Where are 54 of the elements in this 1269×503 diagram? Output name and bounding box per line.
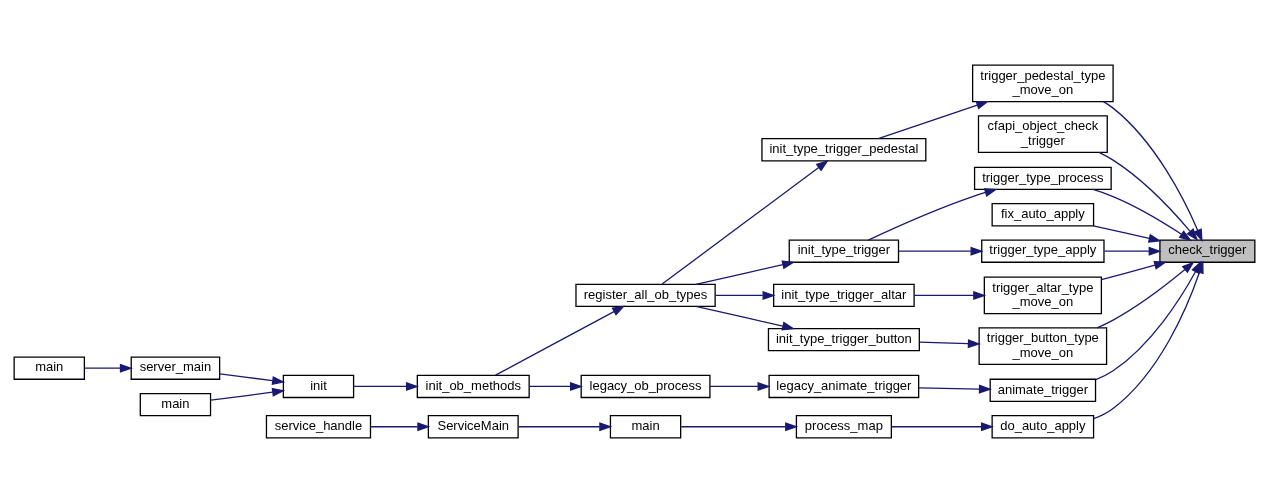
node-box: server_main <box>130 356 221 380</box>
arrow <box>661 160 829 285</box>
arrow <box>1092 225 1162 243</box>
arrow <box>1098 151 1199 242</box>
node-box: trigger_type_apply <box>981 239 1105 263</box>
arrow <box>918 384 992 394</box>
arrow <box>877 100 990 140</box>
arrow <box>714 290 776 300</box>
node-box: init_ob_methods <box>416 374 530 399</box>
arrow <box>1102 101 1203 242</box>
arrow <box>695 305 796 331</box>
node-box: trigger_pedestal_type _move_on <box>972 64 1114 103</box>
arrow <box>494 305 626 376</box>
arrow <box>1092 188 1192 242</box>
arrow <box>709 381 771 391</box>
node-box: init_type_trigger <box>788 239 900 263</box>
node-box: animate_trigger <box>989 378 1097 403</box>
arrow <box>1100 260 1168 281</box>
arrow <box>913 290 987 300</box>
node-box: check_trigger <box>1159 239 1256 263</box>
arrow <box>680 422 799 432</box>
node-box: trigger_button_type _move_on <box>978 327 1108 365</box>
node-box: main <box>13 356 86 380</box>
arrow <box>898 246 984 256</box>
node-box: register_all_ob_types <box>575 283 716 308</box>
arrow <box>1103 246 1162 256</box>
arrow <box>867 188 998 241</box>
arrow <box>528 381 584 391</box>
arrow <box>83 363 133 373</box>
node-box: legacy_ob_process <box>580 374 711 399</box>
arrow <box>210 387 286 401</box>
node-box: ServiceMain <box>427 415 519 439</box>
node-box: fix_auto_apply <box>991 203 1095 227</box>
node-box: init <box>282 374 355 399</box>
node-box: legacy_animate_trigger <box>768 374 920 399</box>
node-box: do_auto_apply <box>991 415 1095 439</box>
arrow <box>918 339 981 349</box>
arrow <box>518 422 613 432</box>
arrow <box>353 381 419 391</box>
node-box: trigger_type_process <box>973 166 1112 191</box>
arrow <box>1096 261 1195 329</box>
arrow <box>370 422 431 432</box>
node-box: init_type_trigger_button <box>767 327 920 352</box>
node-box: service_handle <box>265 415 372 439</box>
node-box: trigger_altar_type _move_on <box>983 276 1103 315</box>
node-box: process_map <box>795 415 892 439</box>
arrow <box>891 422 994 432</box>
node-box: init_type_trigger_altar <box>773 283 915 308</box>
node-box: init_type_trigger_pedestal <box>761 138 927 162</box>
arrow <box>219 373 286 386</box>
node-box: main <box>139 392 212 417</box>
arrow <box>695 260 796 285</box>
node-box: main <box>609 415 682 439</box>
node-box: cfapi_object_check _trigger <box>977 115 1108 153</box>
